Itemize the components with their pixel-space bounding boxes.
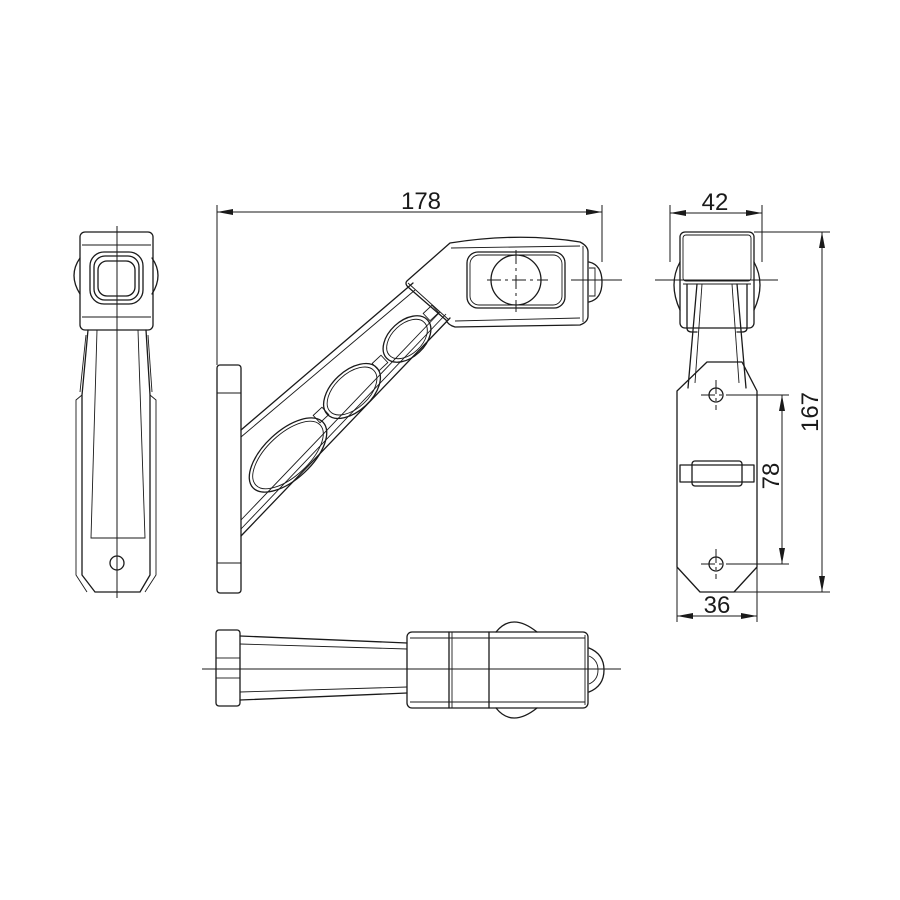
left-end-view: [73, 226, 159, 598]
top-view: [202, 621, 621, 719]
dimension-base-width: 36: [704, 592, 731, 619]
dimension-lamp-head-width: 42: [702, 189, 729, 216]
front-view: 178: [216, 188, 622, 594]
dimension-overall-width: 178: [401, 188, 441, 215]
dimension-overall-height: 167: [797, 392, 824, 432]
dimension-hole-spacing: 78: [758, 463, 785, 490]
right-side-view: 42 167 78 36: [655, 189, 830, 622]
